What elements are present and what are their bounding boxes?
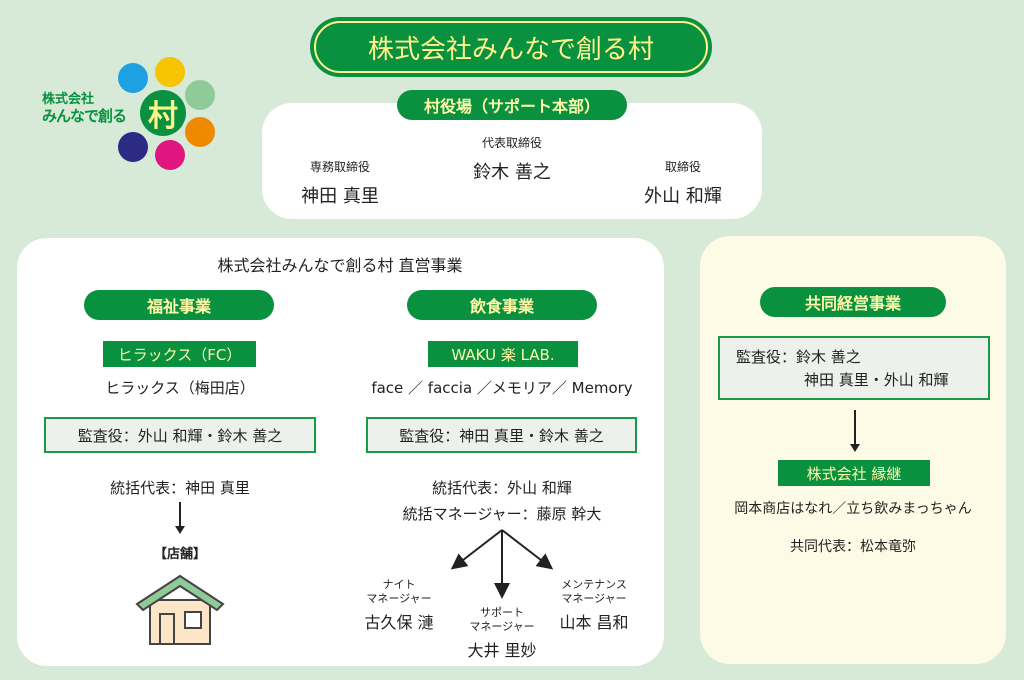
- title-banner: 株式会社みんなで創る村: [310, 17, 712, 77]
- food-rep: 統括代表：外山 和輝: [432, 479, 572, 497]
- officer-role: 取締役: [664, 160, 702, 174]
- staff-name: 古久保 漣: [364, 613, 434, 632]
- joint-rep: 共同代表：松本竜弥: [790, 539, 916, 555]
- food-auditor: 監査役：神田 真里・鈴木 善之: [366, 417, 637, 453]
- staff-name: 大井 里妙: [467, 641, 537, 660]
- smiley-icon: [185, 117, 215, 147]
- logo-mark: 村: [140, 90, 186, 136]
- direct-heading: 株式会社みんなで創る村 直営事業: [217, 256, 463, 275]
- welfare-rep: 統括代表：神田 真里: [110, 479, 250, 497]
- food-manager: 統括マネージャー：藤原 幹大: [402, 505, 602, 523]
- joint-company: 株式会社 縁継: [778, 460, 930, 486]
- arrow-down-icon: [175, 502, 185, 534]
- welfare-label: 福祉事業: [84, 290, 274, 320]
- smiley-icon: [118, 132, 148, 162]
- staff-name: 山本 昌和: [559, 613, 629, 632]
- food-label: 飲食事業: [407, 290, 597, 320]
- welfare-auditor: 監査役：外山 和輝・鈴木 善之: [44, 417, 316, 453]
- officer-name: 神田 真里: [301, 186, 379, 207]
- staff-role: サポートマネージャー: [469, 606, 535, 633]
- smiley-icon: [185, 80, 215, 110]
- food-stores: face ／ faccia ／メモリア／ Memory: [371, 379, 633, 397]
- smiley-icon: [155, 140, 185, 170]
- hq-panel: [262, 103, 762, 219]
- shop-label: 【店舗】: [153, 547, 207, 562]
- logo-line1: 株式会社: [42, 92, 95, 107]
- officer-role: 代表取締役: [481, 136, 543, 150]
- staff-role: ナイトマネージャー: [366, 578, 432, 605]
- page-title: 株式会社みんなで創る村: [314, 21, 708, 73]
- company-logo: 村 株式会社 みんなで創る: [40, 55, 220, 170]
- smiley-icon: [155, 57, 185, 87]
- smiley-icon: [118, 63, 148, 93]
- officer-name: 外山 和輝: [644, 186, 722, 207]
- joint-auditor: 監査役：鈴木 善之 神田 真里・外山 和輝: [718, 336, 990, 400]
- officer-role: 専務取締役: [309, 160, 371, 174]
- welfare-stores: ヒラックス（梅田店）: [105, 379, 255, 397]
- auditor-line: 監査役：鈴木 善之: [736, 348, 861, 366]
- branch-arrows-icon: [450, 529, 554, 599]
- arrow-down-icon: [850, 410, 860, 452]
- logo-line2: みんなで創る: [42, 107, 127, 125]
- food-brand: WAKU 楽 LAB.: [428, 341, 578, 367]
- officer-name: 鈴木 善之: [473, 162, 551, 183]
- hq-label: 村役場（サポート本部）: [397, 90, 627, 120]
- joint-label: 共同経営事業: [760, 287, 946, 317]
- joint-stores: 岡本商店はなれ／立ち飲みまっちゃん: [734, 501, 972, 517]
- welfare-brand: ヒラックス（FC）: [103, 341, 256, 367]
- house-icon: [135, 574, 225, 645]
- auditor-line: 神田 真里・外山 和輝: [804, 371, 949, 389]
- staff-role: メンテナンスマネージャー: [561, 578, 627, 605]
